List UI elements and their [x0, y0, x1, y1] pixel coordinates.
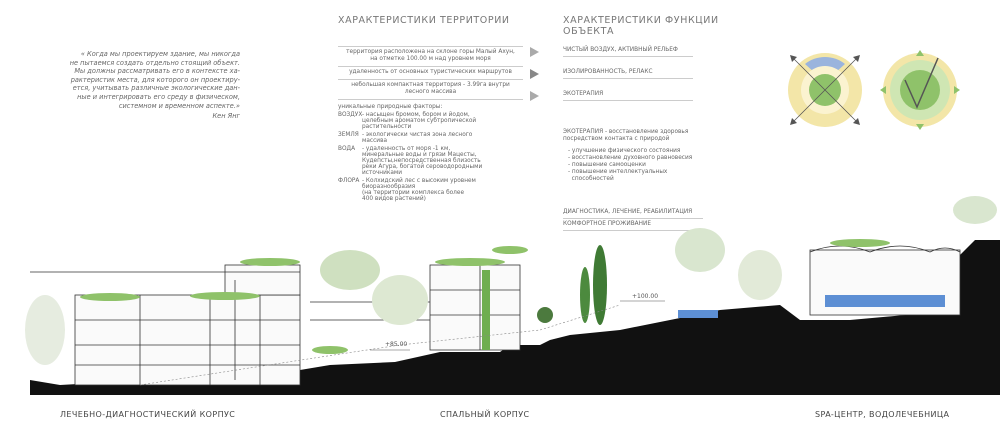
factor-value: - Колхидский лес с высоким уровнем биора… — [362, 178, 476, 202]
factors-title: уникальные природные факторы: — [338, 104, 443, 110]
factor-earth: ЗЕМЛЯ - экологически чистая зона лесного… — [338, 132, 523, 144]
factor-value: - удаленность от моря -1 км, минеральные… — [362, 146, 483, 176]
function-list: ЧИСТЫЙ ВОЗДУХ, АКТИВНЫЙ РЕЛЬЕФ ИЗОЛИРОВА… — [530, 46, 760, 112]
function-title: ХАРАКТЕРИСТИКИ ФУНКЦИИ ОБЪЕКТА — [563, 15, 719, 37]
factor-flora: ФЛОРА - Колхидский лес с высоким уровнем… — [338, 178, 523, 202]
medical-building — [30, 264, 301, 386]
function-item-label: ЧИСТЫЙ ВОЗДУХ, АКТИВНЫЙ РЕЛЬЕФ — [563, 47, 693, 57]
elevation-85: +85.00 — [385, 341, 407, 348]
factor-key: ЗЕМЛЯ — [338, 132, 359, 138]
architect-quote: « Когда мы проектируем здание, мы никогд… — [69, 50, 240, 110]
territory-row-location: территория расположена на склоне горы Ма… — [338, 46, 523, 67]
benefit-item: - повышение интеллектуальных — [568, 169, 668, 175]
caption-medical: ЛЕЧЕБНО-ДИАГНОСТИЧЕСКИЙ КОРПУС — [60, 410, 236, 419]
check-diagram-icon — [880, 50, 960, 130]
factor-key: ВОЗДУХ — [338, 112, 363, 118]
elevation-100: +100.00 — [632, 293, 658, 300]
sleeping-building — [310, 264, 521, 351]
benefit-item: - восстановление духовного равновесия — [568, 155, 693, 161]
spa-building — [678, 245, 961, 318]
ekotherapy-definition: ЭКОТЕРАПИЯ - восстановление здоровья пос… — [563, 129, 689, 142]
ekotherapy-benefits: - улучшение физического состояния - восс… — [568, 148, 708, 183]
territory-row-remote: удаленность от основных туристических ма… — [338, 67, 523, 80]
function-item-air: ЧИСТЫЙ ВОЗДУХ, АКТИВНЫЙ РЕЛЬЕФ — [530, 46, 760, 68]
caption-spa: SPA-ЦЕНТР, ВОДОЛЕЧЕБНИЦА — [815, 410, 950, 419]
territory-row-area-line2: лесного массива — [404, 89, 457, 95]
benefit-item: - повышение самооценки — [568, 162, 646, 168]
service-living: КОМФОРТНОЕ ПРОЖИВАНИЕ — [563, 219, 703, 231]
service-diagnostics: ДИАГНОСТИКА, ЛЕЧЕНИЕ, РЕАБИЛИТАЦИЯ — [563, 207, 703, 219]
factor-value: - насыщен бромом, бором и йодом, целебны… — [362, 112, 477, 130]
territory-row-location-line2: на отметке 100.00 м над уровнем моря — [370, 56, 491, 62]
benefit-item: - улучшение физического состояния — [568, 148, 681, 154]
caption-sleeping: СПАЛЬНЫЙ КОРПУС — [440, 410, 530, 419]
factor-water: ВОДА - удаленность от моря -1 км, минера… — [338, 146, 523, 176]
territory-title: ХАРАКТЕРИСТИКИ ТЕРРИТОРИИ — [338, 15, 510, 26]
territory-row-area: небольшая компактная территория - 3.99га… — [338, 80, 523, 100]
quote-author: Кен Янг — [212, 112, 240, 120]
terrain-section — [30, 240, 1000, 395]
territory-row-location-line1: территория расположена на склоне горы Ма… — [346, 49, 515, 55]
services-list: ДИАГНОСТИКА, ЛЕЧЕНИЕ, РЕАБИЛИТАЦИЯ КОМФО… — [563, 207, 703, 231]
benefit-item: способностей — [568, 176, 614, 182]
arrow-right-icon — [530, 47, 539, 57]
vegetation — [25, 196, 997, 365]
function-item-isolation: ИЗОЛИРОВАННОСТЬ, РЕЛАКС — [530, 68, 760, 90]
function-item-ekotherapy: ЭКОТЕРАПИЯ — [530, 90, 760, 112]
function-item-label: ИЗОЛИРОВАННОСТЬ, РЕЛАКС — [563, 69, 693, 79]
arrow-right-icon — [530, 69, 539, 79]
territory-table: территория расположена на склоне горы Ма… — [338, 46, 523, 202]
territory-row-area-line1: небольшая компактная территория - 3.99га… — [351, 82, 510, 88]
factor-key: ФЛОРА — [338, 178, 360, 184]
arrow-right-icon — [530, 91, 539, 101]
balance-diagram-icon — [788, 53, 862, 127]
factor-air: ВОЗДУХ - насыщен бромом, бором и йодом, … — [338, 112, 523, 130]
function-item-label: ЭКОТЕРАПИЯ — [563, 91, 693, 101]
factor-key: ВОДА — [338, 146, 356, 152]
factor-value: - экологически чистая зона лесного масси… — [362, 132, 473, 144]
